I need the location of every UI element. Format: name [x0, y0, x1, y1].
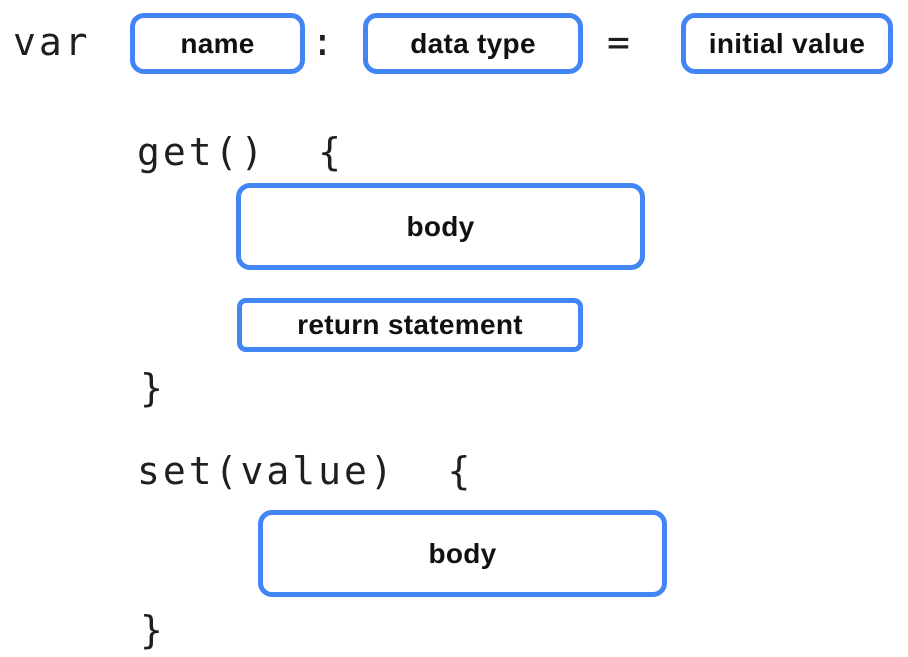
initial-value-slot-label: initial value — [708, 27, 866, 59]
setter-signature: set(value) { — [137, 449, 474, 493]
setter-body-slot-label: body — [428, 537, 497, 569]
var-keyword: var — [13, 20, 91, 64]
name-slot-label: name — [180, 27, 255, 59]
return-statement-slot-label: return statement — [297, 309, 523, 340]
name-slot-box: name — [130, 13, 305, 74]
return-statement-slot-box: return statement — [237, 298, 583, 352]
getter-body-slot-label: body — [406, 210, 475, 242]
getter-signature: get() { — [137, 130, 345, 174]
initial-value-slot-box: initial value — [681, 13, 893, 74]
colon-separator: : — [311, 20, 337, 64]
equals-separator: = — [607, 20, 633, 64]
getter-body-slot-box: body — [236, 183, 645, 270]
setter-body-slot-box: body — [258, 510, 667, 597]
data-type-slot-box: data type — [363, 13, 583, 74]
getter-closing-brace: } — [140, 366, 166, 410]
data-type-slot-label: data type — [410, 27, 536, 59]
setter-closing-brace: } — [140, 608, 166, 652]
